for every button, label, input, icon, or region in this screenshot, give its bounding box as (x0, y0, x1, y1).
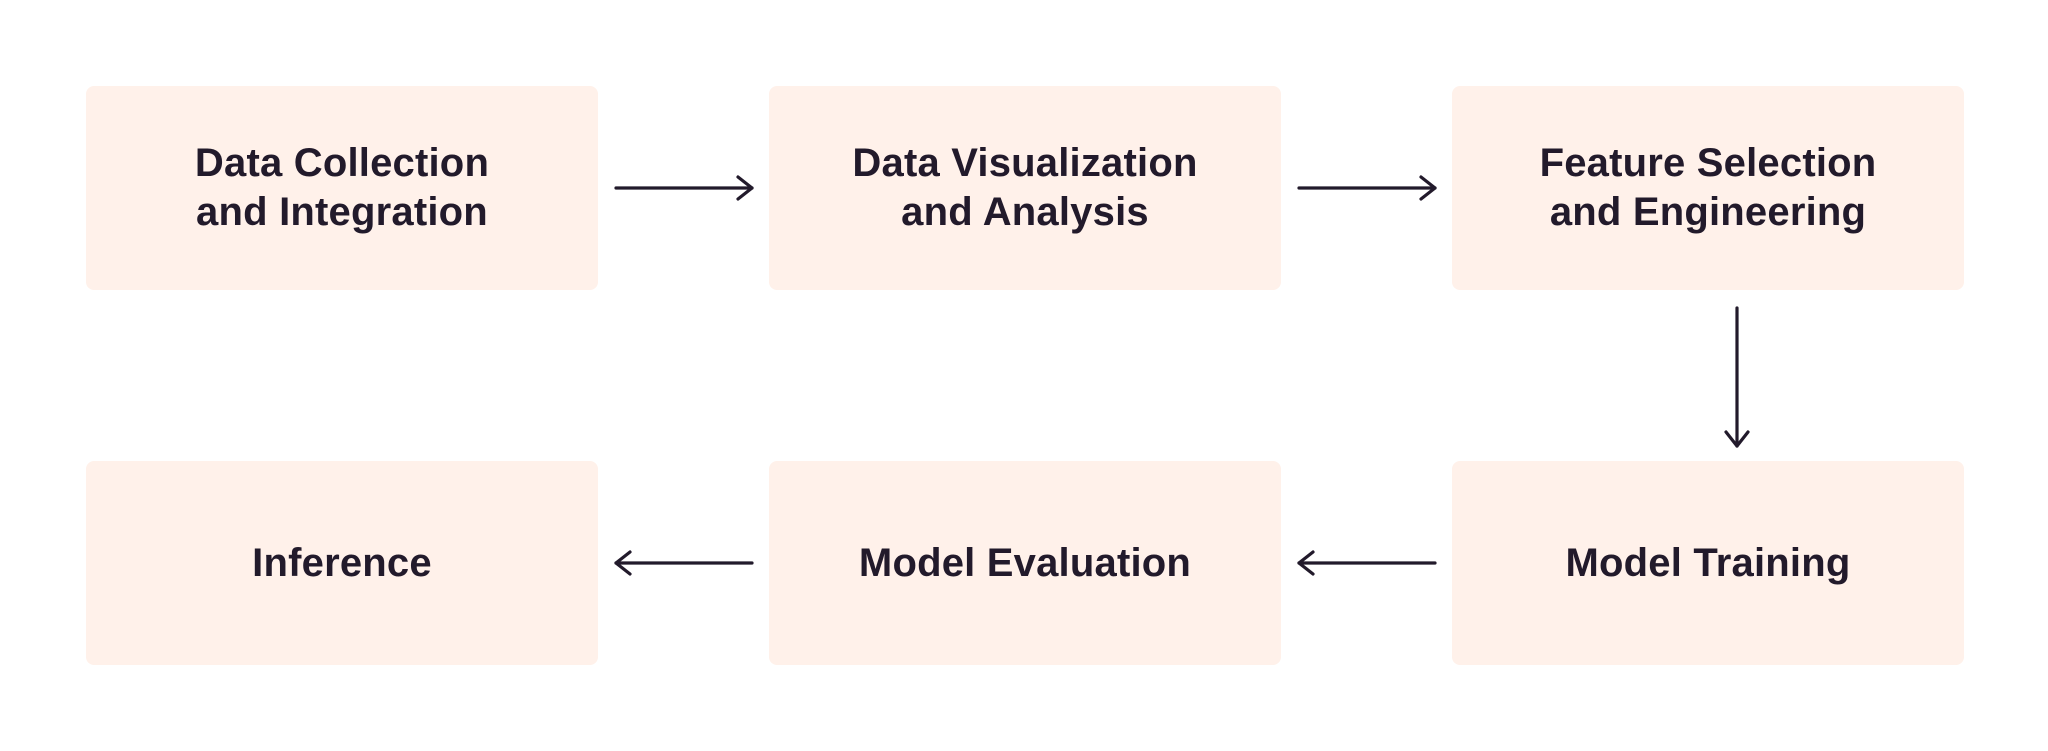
arrow-down-icon (1724, 306, 1750, 448)
step-label: Data Collection and Integration (194, 141, 490, 234)
step-label: Data Visualization and Analysis (852, 141, 1198, 234)
arrow-right-icon (614, 175, 754, 201)
arrow-right-icon (1297, 175, 1437, 201)
step-label: Feature Selection and Engineering (1539, 141, 1877, 234)
step-inference: Inference (86, 461, 598, 665)
step-feature-selection: Feature Selection and Engineering (1452, 86, 1964, 290)
step-label: Model Training (1565, 540, 1851, 585)
arrow-left-icon (614, 550, 754, 576)
step-model-evaluation: Model Evaluation (769, 461, 1281, 665)
step-model-training: Model Training (1452, 461, 1964, 665)
step-label: Inference (252, 540, 432, 585)
step-data-collection: Data Collection and Integration (86, 86, 598, 290)
step-data-visualization: Data Visualization and Analysis (769, 86, 1281, 290)
step-label: Model Evaluation (858, 540, 1192, 585)
arrow-left-icon (1297, 550, 1437, 576)
